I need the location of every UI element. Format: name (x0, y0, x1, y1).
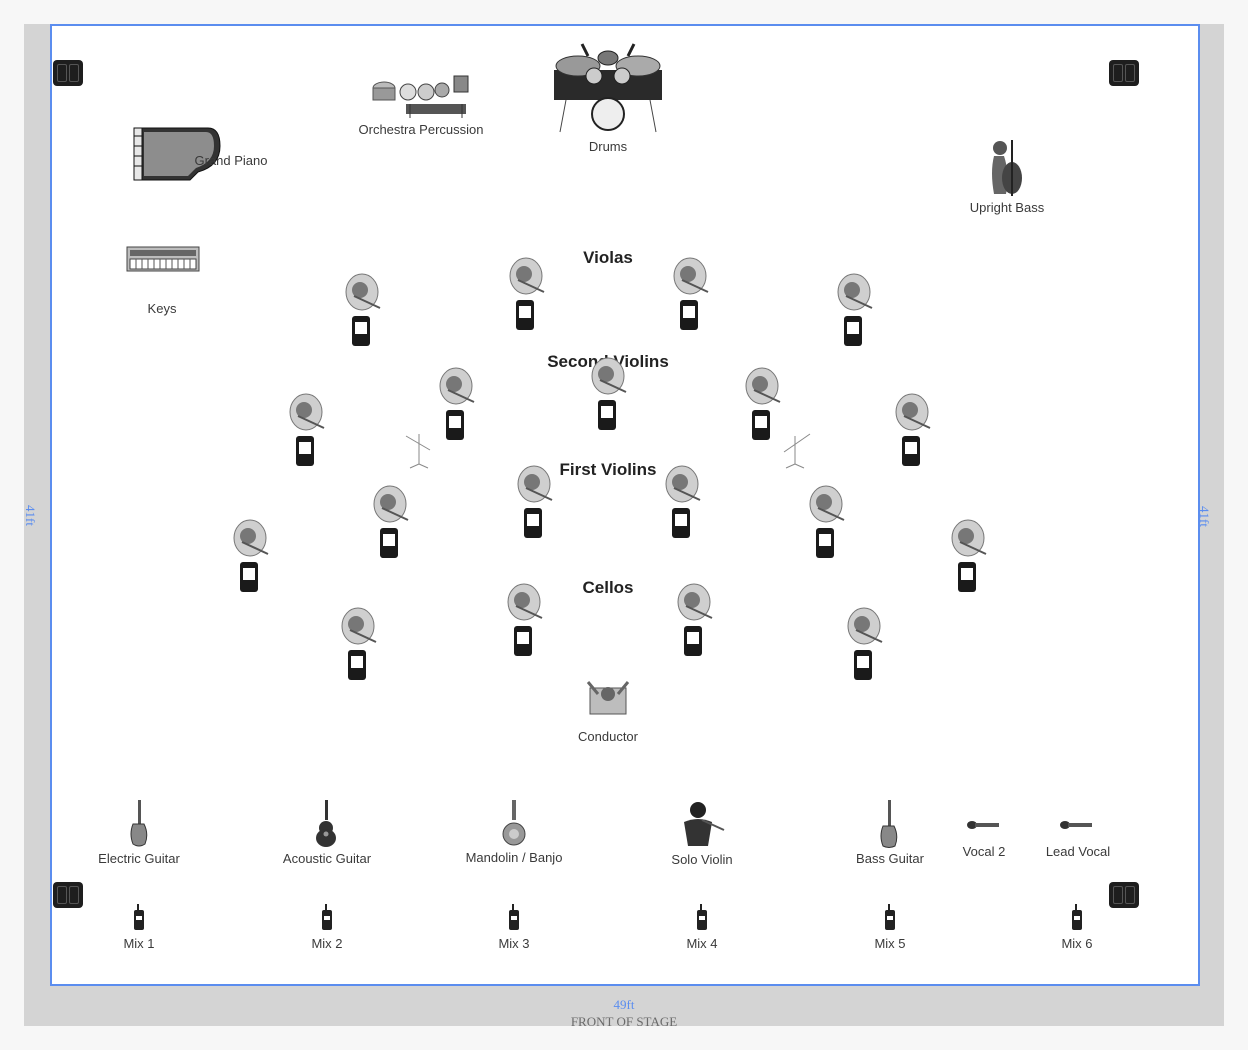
solo-violin-player-icon[interactable] (678, 800, 728, 848)
string-player-icon[interactable] (506, 256, 546, 336)
speaker-icon[interactable] (53, 60, 83, 86)
bass-guitar-label: Bass Guitar (856, 851, 924, 866)
in-ear-monitor-icon[interactable] (320, 904, 334, 932)
drums-label: Drums (588, 139, 628, 154)
microphone-icon[interactable] (967, 820, 1001, 830)
in-ear-monitor-icon[interactable] (507, 904, 521, 932)
stage-depth-right-label: 41ft (1197, 506, 1212, 527)
conductor-label: Conductor (578, 729, 638, 744)
mix-label: Mix 2 (311, 936, 343, 951)
string-player-icon[interactable] (230, 518, 270, 598)
mix-label: Mix 5 (874, 936, 906, 951)
string-player-icon[interactable] (342, 272, 382, 352)
mic-stand-icon[interactable] (404, 430, 434, 470)
vocal-2-label: Vocal 2 (962, 844, 1006, 859)
string-player-icon[interactable] (514, 464, 554, 544)
upright-bass-label: Upright Bass (969, 200, 1045, 215)
string-player-icon[interactable] (338, 606, 378, 686)
string-player-icon[interactable] (504, 582, 544, 662)
string-player-icon[interactable] (834, 272, 874, 352)
speaker-icon[interactable] (53, 882, 83, 908)
string-player-icon[interactable] (662, 464, 702, 544)
string-player-icon[interactable] (674, 582, 714, 662)
first-violins-section-label: First Violins (559, 460, 657, 479)
bass-guitar-icon[interactable] (877, 800, 901, 848)
string-player-icon[interactable] (948, 518, 988, 598)
violas-section-label: Violas (583, 248, 633, 267)
mix-label: Mix 4 (686, 936, 718, 951)
microphone-icon[interactable] (1060, 820, 1094, 830)
in-ear-monitor-icon[interactable] (695, 904, 709, 932)
conductor-icon[interactable] (584, 678, 632, 716)
mix-label: Mix 6 (1061, 936, 1093, 951)
string-player-icon[interactable] (892, 392, 932, 472)
mandolin-banjo-label: Mandolin / Banjo (465, 850, 563, 865)
lead-vocal-label: Lead Vocal (1045, 844, 1111, 859)
electric-guitar-icon[interactable] (127, 800, 151, 848)
mix-label: Mix 3 (498, 936, 530, 951)
stage-depth-left-label: 41ft (23, 505, 38, 526)
electric-guitar-label: Electric Guitar (98, 851, 180, 866)
in-ear-monitor-icon[interactable] (132, 904, 146, 932)
in-ear-monitor-icon[interactable] (883, 904, 897, 932)
string-player-icon[interactable] (370, 484, 410, 564)
string-player-icon[interactable] (588, 356, 628, 436)
string-player-icon[interactable] (670, 256, 710, 336)
keys-label: Keys (147, 301, 177, 316)
stage-width-label: 49ft (613, 997, 635, 1012)
acoustic-guitar-label: Acoustic Guitar (282, 851, 372, 866)
acoustic-guitar-icon[interactable] (314, 800, 338, 848)
grand-piano-label: Grand Piano (194, 153, 268, 168)
in-ear-monitor-icon[interactable] (1070, 904, 1084, 932)
string-player-icon[interactable] (436, 366, 476, 446)
solo-violin-label: Solo Violin (671, 852, 733, 867)
speaker-icon[interactable] (1109, 60, 1139, 86)
mic-stand-icon[interactable] (780, 430, 814, 470)
keyboard-icon[interactable] (126, 246, 200, 272)
grand-piano-icon[interactable] (132, 126, 222, 182)
front-of-stage-label: FRONT OF STAGE (570, 1014, 678, 1029)
upright-bass-icon[interactable] (988, 138, 1028, 198)
orchestra-percussion-label: Orchestra Percussion (358, 122, 484, 137)
string-player-icon[interactable] (286, 392, 326, 472)
string-player-icon[interactable] (844, 606, 884, 686)
cellos-section-label: Cellos (582, 578, 634, 597)
mandolin-banjo-icon[interactable] (502, 800, 526, 848)
string-player-icon[interactable] (806, 484, 846, 564)
drum-kit-icon[interactable] (552, 36, 664, 134)
orchestra-percussion-icon[interactable] (370, 74, 472, 120)
string-player-icon[interactable] (742, 366, 782, 446)
mix-label: Mix 1 (123, 936, 155, 951)
speaker-icon[interactable] (1109, 882, 1139, 908)
